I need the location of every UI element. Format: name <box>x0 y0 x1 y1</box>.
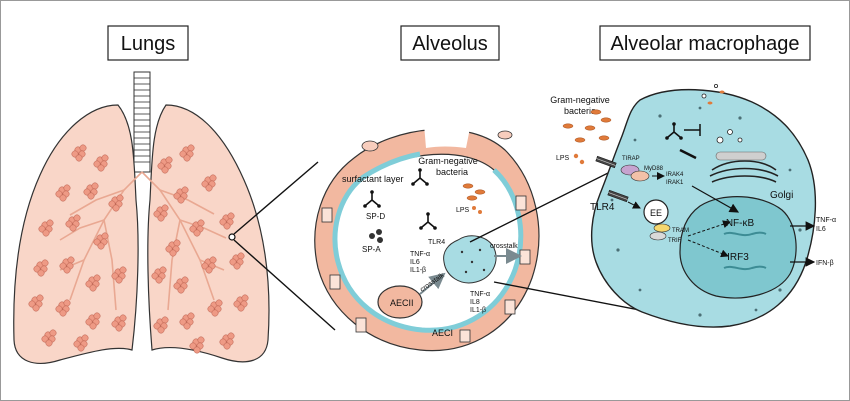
alveolus-gram-negative-line2: bacteria <box>436 167 468 177</box>
alveolus-tlr4-label: TLR4 <box>428 239 445 246</box>
cytokine-left-3: IL1-β <box>410 267 426 274</box>
cytokine-left-2: IL6 <box>410 259 420 266</box>
surfactant-layer-label: surfactant layer <box>342 174 404 184</box>
nfkb-label: NF-κB <box>726 218 755 229</box>
irf3-label: IRF3 <box>727 252 749 263</box>
trif-protein <box>649 231 667 241</box>
ee-label: EE <box>650 208 662 218</box>
aecii-label: AECII <box>390 298 414 308</box>
bacterium-icon <box>584 125 596 131</box>
alveolus-gram-negative-line1: Gram-negative <box>418 156 478 166</box>
alveolus-title-box: Alveolus <box>400 25 500 61</box>
tirap-label: TIRAP <box>622 156 640 162</box>
irak1-label: IRAK1 <box>666 180 684 186</box>
trif-label: TRIF <box>668 238 682 244</box>
sp-d-label: SP-D <box>366 212 385 221</box>
macrophage-gram-negative-line2: bacteria <box>564 106 596 116</box>
surfactant-lining <box>332 168 524 333</box>
zoom-lines-lungs <box>233 161 336 331</box>
macrophage-title-box: Alveolar macrophage <box>599 25 811 61</box>
bronchi <box>59 171 227 311</box>
left-lung <box>13 104 139 364</box>
golgi-label: Golgi <box>770 190 793 201</box>
myd88-protein <box>630 170 650 182</box>
alveolus-title: Alveolus <box>412 33 488 55</box>
cytokine-bottom-1: TNF-α <box>470 291 490 298</box>
bacterium-icon <box>466 195 478 201</box>
bacterium-icon <box>574 137 586 143</box>
trachea <box>133 71 151 173</box>
aeci-label: AECI <box>432 328 453 338</box>
output-tnf-label: TNF-α <box>816 217 836 224</box>
zoom-origin-marker <box>228 233 236 241</box>
tram-label: TRAM <box>672 228 689 234</box>
golgi-apparatus <box>709 160 779 183</box>
bacterium-icon <box>462 183 474 189</box>
bacterium-icon <box>590 109 602 115</box>
alveolus-lps-label: LPS <box>456 207 470 214</box>
myd88-label: MyD88 <box>644 166 664 172</box>
cytokine-bottom-3: IL1-β <box>470 307 486 314</box>
bacterium-icon <box>562 123 574 129</box>
early-endosome <box>643 199 669 225</box>
output-ifnb-label: IFN-β <box>816 260 834 267</box>
tlr4-label: TLR4 <box>590 202 615 213</box>
bacterium-icon <box>600 117 612 123</box>
tram-protein <box>653 223 671 233</box>
sp-a-label: SP-A <box>362 245 381 254</box>
irak4-label: IRAK4 <box>666 172 684 178</box>
macrophage-illustration: NF-κB IRF3 Golgi Gram-negative bacteria <box>550 84 836 328</box>
bacterium-icon <box>598 135 610 141</box>
aecii-cell <box>377 285 423 319</box>
lungs-title-box: Lungs <box>107 25 189 61</box>
sp-a-icon <box>369 229 383 243</box>
macrophage-gram-negative-line1: Gram-negative <box>550 95 610 105</box>
cytokine-left-1: TNF-α <box>410 251 430 258</box>
nucleus <box>679 196 797 299</box>
macrophage-title: Alveolar macrophage <box>611 33 800 55</box>
cytokine-bottom-2: IL8 <box>470 299 480 306</box>
crosstalk-right-label: crosstalk <box>490 243 518 250</box>
macrophage-lps-label: LPS <box>556 155 570 162</box>
output-il6-label: IL6 <box>816 226 826 233</box>
bacterium-icon <box>474 189 486 195</box>
alveolus-illustration: AECII AECI surfactant layer SP-D SP-A Gr… <box>314 123 540 352</box>
lungs-illustration <box>13 71 270 364</box>
lungs-title: Lungs <box>121 33 176 55</box>
alveolar-macrophage-small <box>443 235 497 284</box>
